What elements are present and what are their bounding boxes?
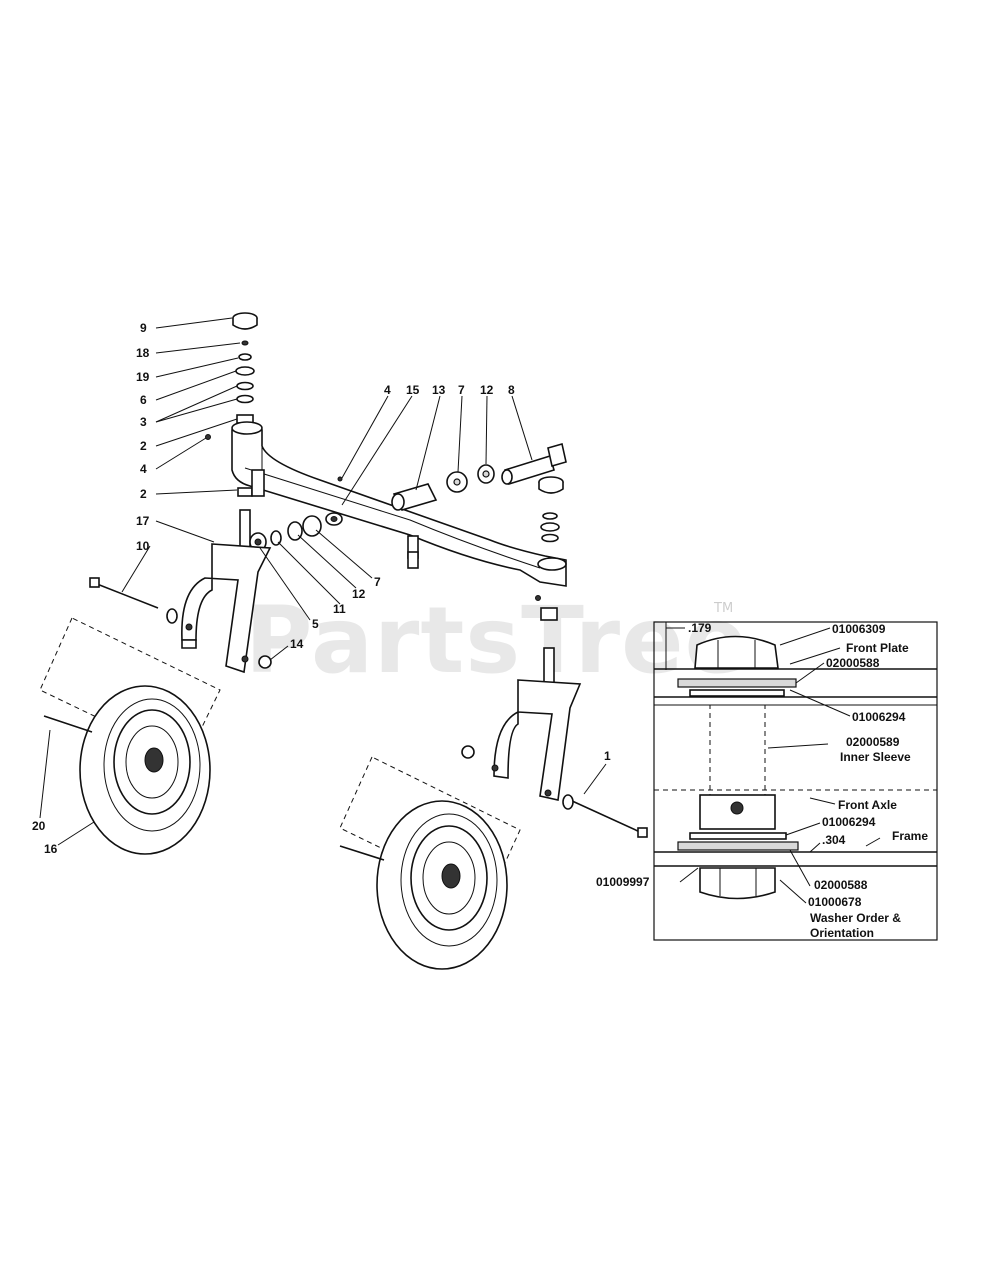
callout-numbers: 9 18 19 6 3 2 4 2 17 10 5 11 12 7 14 20 … xyxy=(32,321,611,856)
callout-2-upper: 2 xyxy=(140,439,147,453)
callout-9: 9 xyxy=(140,321,147,335)
callout-3: 3 xyxy=(140,415,147,429)
left-caster-assembly xyxy=(39,543,272,855)
callout-19: 19 xyxy=(136,370,150,384)
callout-12-left: 12 xyxy=(352,587,366,601)
callout-12-top: 12 xyxy=(480,383,494,397)
part-02000589: 02000589 xyxy=(846,735,900,749)
callout-5: 5 xyxy=(312,617,319,631)
callout-11: 11 xyxy=(333,602,346,616)
callout-14: 14 xyxy=(290,637,304,651)
right-caster-assembly xyxy=(339,679,648,970)
callout-13: 13 xyxy=(432,383,446,397)
callout-7-top: 7 xyxy=(458,383,465,397)
part-02000588-top: 02000588 xyxy=(826,656,880,670)
callout-16: 16 xyxy=(44,842,58,856)
part-02000588-bottom: 02000588 xyxy=(814,878,868,892)
part-01006294-bottom: 01006294 xyxy=(822,815,876,829)
callout-6: 6 xyxy=(140,393,147,407)
label-washer-order: Washer Order & xyxy=(810,911,901,925)
callout-10: 10 xyxy=(136,539,150,553)
part-01006309: 01006309 xyxy=(832,622,886,636)
callout-17: 17 xyxy=(136,514,150,528)
callout-15: 15 xyxy=(406,383,420,397)
part-01006294-top: 01006294 xyxy=(852,710,906,724)
label-frame: Frame xyxy=(892,829,928,843)
partstree-watermark: PartsTree xyxy=(245,587,748,694)
label-inner-sleeve: Inner Sleeve xyxy=(840,750,911,764)
dimension-top: .179 xyxy=(688,621,712,635)
pivot-bolt-group xyxy=(391,442,567,511)
callout-8: 8 xyxy=(508,383,515,397)
label-front-plate: Front Plate xyxy=(846,641,909,655)
part-01009997: 01009997 xyxy=(596,875,650,889)
label-front-axle: Front Axle xyxy=(838,798,897,812)
dimension-bottom: .304 xyxy=(822,833,846,847)
leader-lines xyxy=(39,317,607,846)
callout-18: 18 xyxy=(136,346,150,360)
callout-7-left: 7 xyxy=(374,575,381,589)
callout-4-left: 4 xyxy=(140,462,147,476)
callout-1: 1 xyxy=(604,749,611,763)
callout-2-lower: 2 xyxy=(140,487,147,501)
washer-order-inset: .179 01006309 Front Plate 02000588 01006… xyxy=(596,621,938,941)
callout-4-top: 4 xyxy=(384,383,391,397)
right-pivot-stack xyxy=(535,476,564,695)
callout-20: 20 xyxy=(32,819,46,833)
trademark-symbol: TM xyxy=(713,601,733,616)
part-01000678: 01000678 xyxy=(808,895,862,909)
label-orientation: Orientation xyxy=(810,926,874,940)
